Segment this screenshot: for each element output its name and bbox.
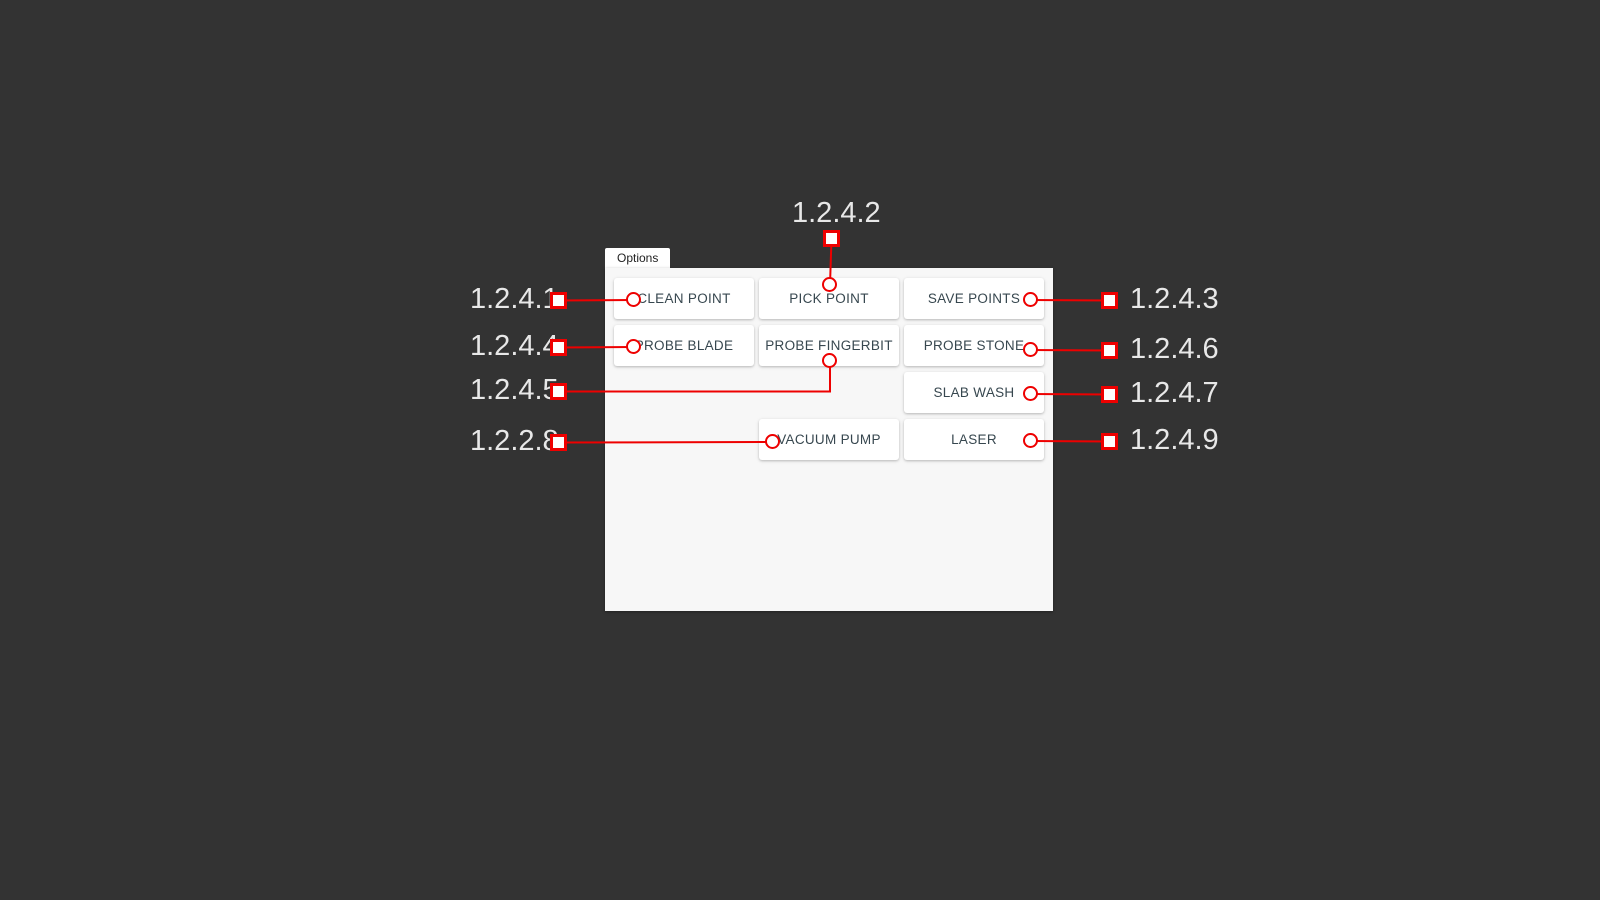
- annotation-circle-marker: [626, 339, 641, 354]
- annotation-label: 1.2.4.2: [792, 197, 881, 229]
- button-label: CLEAN POINT: [637, 291, 731, 306]
- annotation-circle-marker: [765, 434, 780, 449]
- annotation-label: 1.2.4.1: [470, 283, 559, 315]
- options-panel: CLEAN POINT PICK POINT SAVE POINTS PROBE BL…: [605, 268, 1053, 611]
- annotation-circle-marker: [1023, 433, 1038, 448]
- annotation-square-marker: [1101, 433, 1118, 450]
- panel-tab-strip: Options: [605, 248, 1053, 268]
- tab-options[interactable]: Options: [605, 248, 671, 268]
- button-label: SAVE POINTS: [927, 291, 1021, 306]
- annotation-label: 1.2.4.7: [1130, 377, 1219, 409]
- annotation-square-marker: [550, 383, 567, 400]
- button-label: PROBE FINGERBIT: [765, 338, 893, 353]
- annotation-label: 1.2.4.9: [1130, 424, 1219, 456]
- annotation-label: 1.2.2.8: [470, 425, 559, 457]
- annotation-circle-marker: [822, 277, 837, 292]
- button-label: LASER: [951, 432, 997, 447]
- button-label: VACUUM PUMP: [777, 432, 881, 447]
- annotation-square-marker: [550, 292, 567, 309]
- annotation-circle-marker: [1023, 342, 1038, 357]
- annotation-square-marker: [1101, 386, 1118, 403]
- annotation-square-marker: [550, 339, 567, 356]
- annotation-circle-marker: [626, 292, 641, 307]
- button-label: PICK POINT: [789, 291, 869, 306]
- button-probe-stone[interactable]: PROBE STONE: [904, 325, 1044, 366]
- annotation-square-marker: [1101, 292, 1118, 309]
- button-laser[interactable]: LASER: [904, 419, 1044, 460]
- button-label: PROBE BLADE: [634, 338, 734, 353]
- button-label: PROBE STONE: [923, 338, 1025, 353]
- annotation-square-marker: [550, 434, 567, 451]
- button-slab-wash[interactable]: SLAB WASH: [904, 372, 1044, 413]
- annotation-label: 1.2.4.6: [1130, 333, 1219, 365]
- annotation-circle-marker: [822, 353, 837, 368]
- button-save-points[interactable]: SAVE POINTS: [904, 278, 1044, 319]
- annotation-label: 1.2.4.3: [1130, 283, 1219, 315]
- annotation-circle-marker: [1023, 292, 1038, 307]
- annotation-label: 1.2.4.5: [470, 374, 559, 406]
- annotation-square-marker: [823, 230, 840, 247]
- annotation-label: 1.2.4.4: [470, 330, 559, 362]
- annotation-square-marker: [1101, 342, 1118, 359]
- annotation-circle-marker: [1023, 386, 1038, 401]
- button-label: SLAB WASH: [933, 385, 1015, 400]
- button-vacuum-pump[interactable]: VACUUM PUMP: [759, 419, 899, 460]
